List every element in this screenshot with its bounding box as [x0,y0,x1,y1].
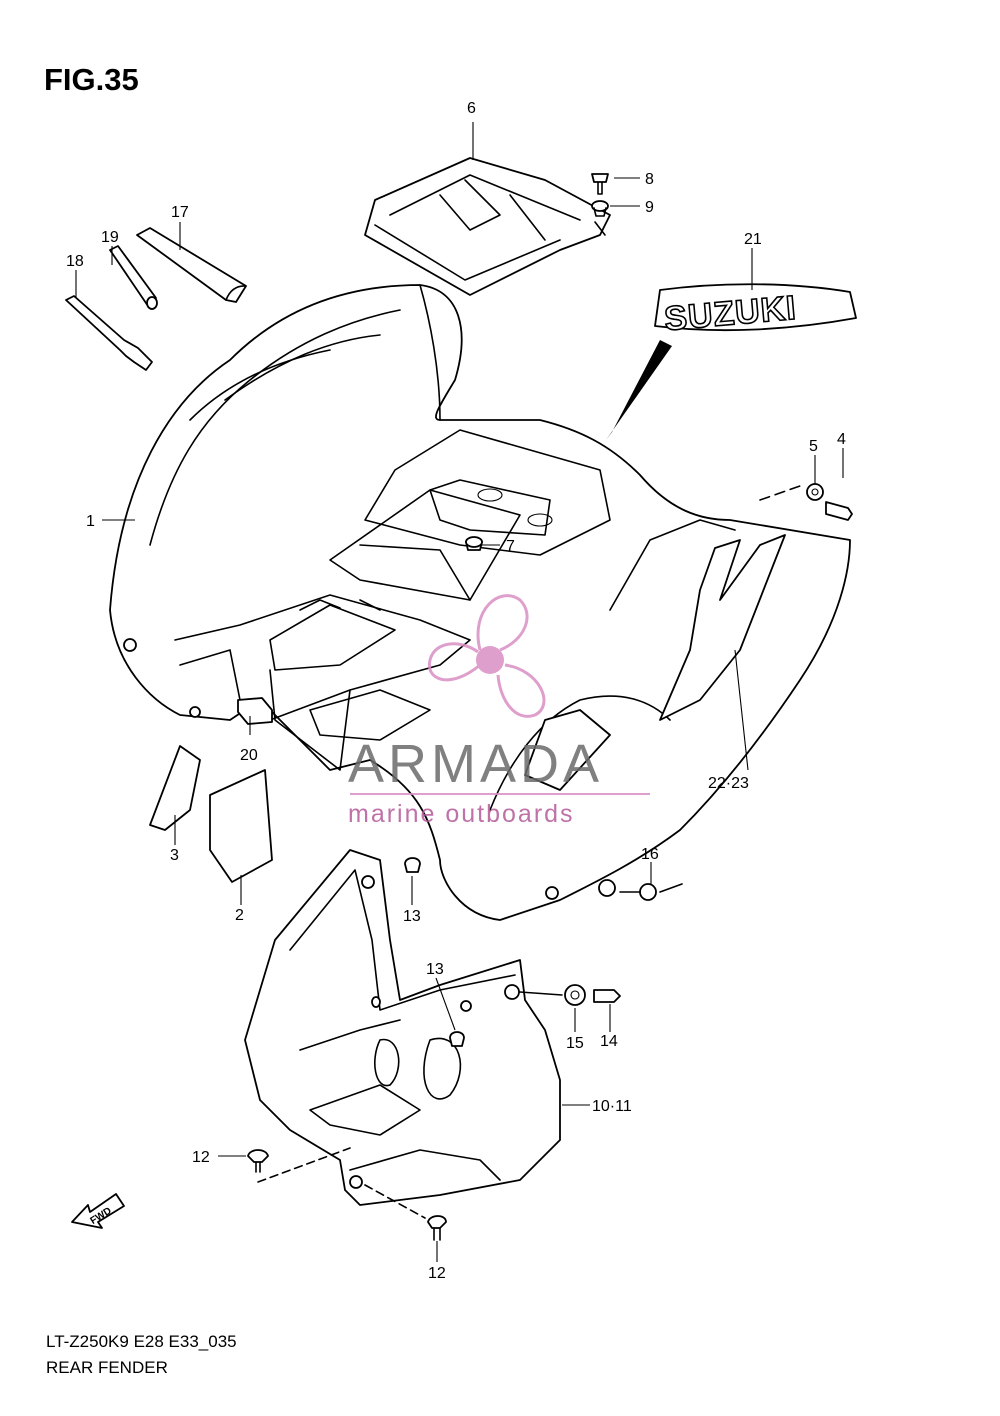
part-19-tool-grip [109,245,158,310]
callout-22-23: 22·23 [708,775,749,792]
callout-4: 4 [837,431,846,448]
part-4-bolt [825,501,853,521]
part-16-nut [639,883,657,901]
callout-17: 17 [171,204,189,221]
part-13-screw-lower [449,1031,465,1047]
part-1-rear-fender [109,284,851,921]
section-name: REAR FENDER [46,1358,168,1377]
callout-15: 15 [566,1035,584,1052]
leader-lines [75,122,844,1262]
callout-13-upper: 13 [403,908,421,925]
part-12-screw-bottom [427,1215,447,1241]
callout-16: 16 [641,846,659,863]
callout-2: 2 [235,907,244,924]
part-3-sheet [149,745,201,831]
callout-3: 3 [170,847,179,864]
model-code: LT-Z250K9 E28 E33_035 [46,1332,237,1351]
decal-pointer-arrow [606,340,672,440]
part-21-brand-decal: SUZUKI [606,283,857,440]
callout-20: 20 [240,747,258,764]
watermark-name: ARMADA [348,734,603,794]
part-12-screw-left [247,1149,269,1173]
callout-10-11: 10·11 [592,1098,632,1115]
propeller-logo-icon [427,594,546,718]
part-18-spanner [65,295,153,371]
callout-labels: 6 8 9 17 19 18 21 5 4 1 7 20 3 2 22·23 1… [66,100,846,1282]
part-6-cover-plate [364,157,611,296]
watermark: ARMADA marine outboards [348,594,650,828]
callout-21: 21 [744,231,762,248]
callout-9: 9 [645,199,654,216]
part-9-grommet [591,200,609,217]
watermark-tagline: marine outboards [348,800,575,828]
part-17-tool-bag [136,227,247,303]
part-14-bolt [593,989,621,1003]
part-22-23-side-decal [524,519,786,900]
part-2-sheet [209,769,273,883]
figure-title: FIG.35 [44,62,139,97]
fwd-arrow-icon: FWD [71,1193,125,1229]
part-5-washer [806,483,824,501]
part-15-washer [564,984,586,1006]
part-7-grommet [465,536,483,548]
callout-12-left: 12 [192,1149,210,1166]
callout-8: 8 [645,171,654,188]
callout-14: 14 [600,1033,618,1050]
callout-5: 5 [809,438,818,455]
part-20-cushion [237,697,273,725]
part-13-screw-upper [404,857,421,873]
callout-6: 6 [467,100,476,117]
callout-1: 1 [86,513,95,530]
callout-12-bottom: 12 [428,1265,446,1282]
callout-18: 18 [66,253,84,270]
callout-7: 7 [506,538,515,555]
part-8-screw [591,173,609,195]
callout-19: 19 [101,229,119,246]
callout-13-lower: 13 [426,961,444,978]
part-10-11-mud-guard [244,849,561,1206]
